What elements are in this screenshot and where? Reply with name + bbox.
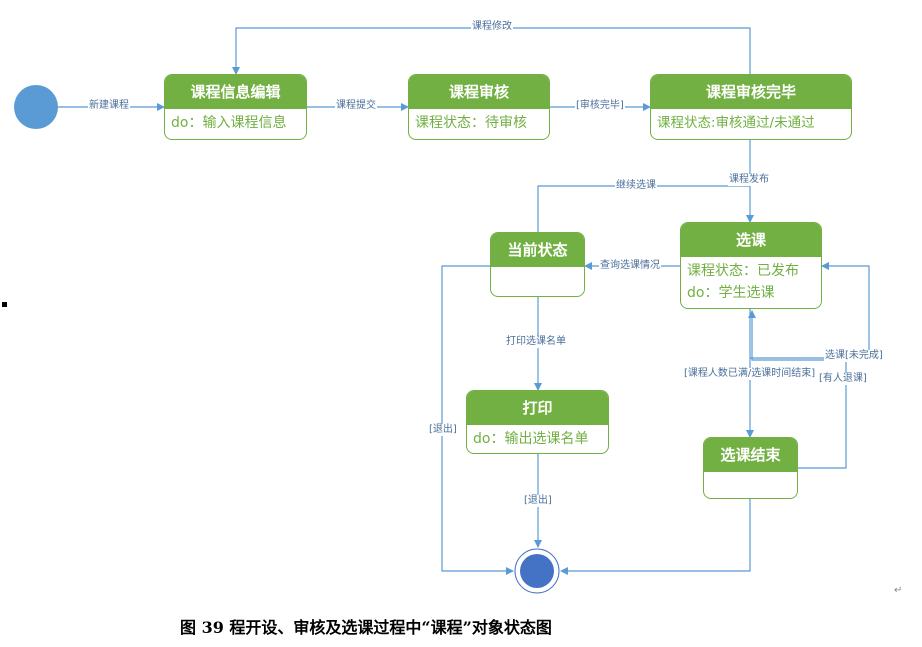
state-print: 打印 do：输出选课名单 [466,390,609,454]
state-current: 当前状态 [490,232,585,297]
label-new-course: 新建课程 [88,100,130,112]
label-exit-print: [退出] [523,495,553,507]
final-node-ring [514,548,560,594]
final-node [520,554,554,588]
state-title: 打印 [467,391,608,425]
label-select-unfinished: 选课[未完成] [824,350,884,362]
state-line: do：输入课程信息 [171,115,287,131]
edge-continue-select [537,185,750,232]
label-exit-left: [退出] [428,424,458,436]
label-print-list: 打印选课名单 [505,336,567,348]
state-select-end: 选课结束 [703,437,798,499]
state-title: 选课 [681,223,821,257]
state-title: 课程信息编辑 [165,75,306,109]
label-submit: 课程提交 [335,100,377,112]
paragraph-mark-icon: ↵ [894,585,903,596]
state-review-done: 课程审核完毕 课程状态:审核通过/未通过 [650,74,852,140]
label-query-select: 查询选课情况 [599,260,661,272]
state-line: 课程状态:审核通过/未通过 [657,115,815,131]
state-title: 当前状态 [491,233,584,267]
edge-exit-left [441,265,514,575]
label-full-timeout: [课程人数已满/选课时间结束] [683,368,817,380]
state-line: 课程状态：待审核 [415,115,527,131]
edge-select-unfinished [750,262,870,359]
state-course-edit: 课程信息编辑 do：输入课程信息 [164,74,307,140]
state-title: 选课结束 [704,438,797,472]
state-line: do：学生选课 [687,285,775,301]
label-publish: 课程发布 [728,174,770,186]
state-course-review: 课程审核 课程状态：待审核 [408,74,550,140]
figure-caption: 图 39 程开设、审核及选课过程中“课程”对象状态图 [180,618,552,637]
state-select: 选课 课程状态：已发布 do：学生选课 [680,222,822,309]
edge-modify [232,27,751,75]
state-line: 课程状态：已发布 [687,263,799,279]
edge-end-final [560,499,751,575]
state-title: 课程审核完毕 [651,75,851,109]
initial-node [14,85,58,129]
label-someone-quit: [有人退课] [818,373,868,385]
label-continue-select: 继续选课 [615,180,657,192]
label-modify: 课程修改 [471,21,513,33]
label-review-done: [审核完毕] [575,100,625,112]
list-bullet-mark [2,302,7,307]
state-title: 课程审核 [409,75,549,109]
state-line: do：输出选课名单 [473,431,589,447]
